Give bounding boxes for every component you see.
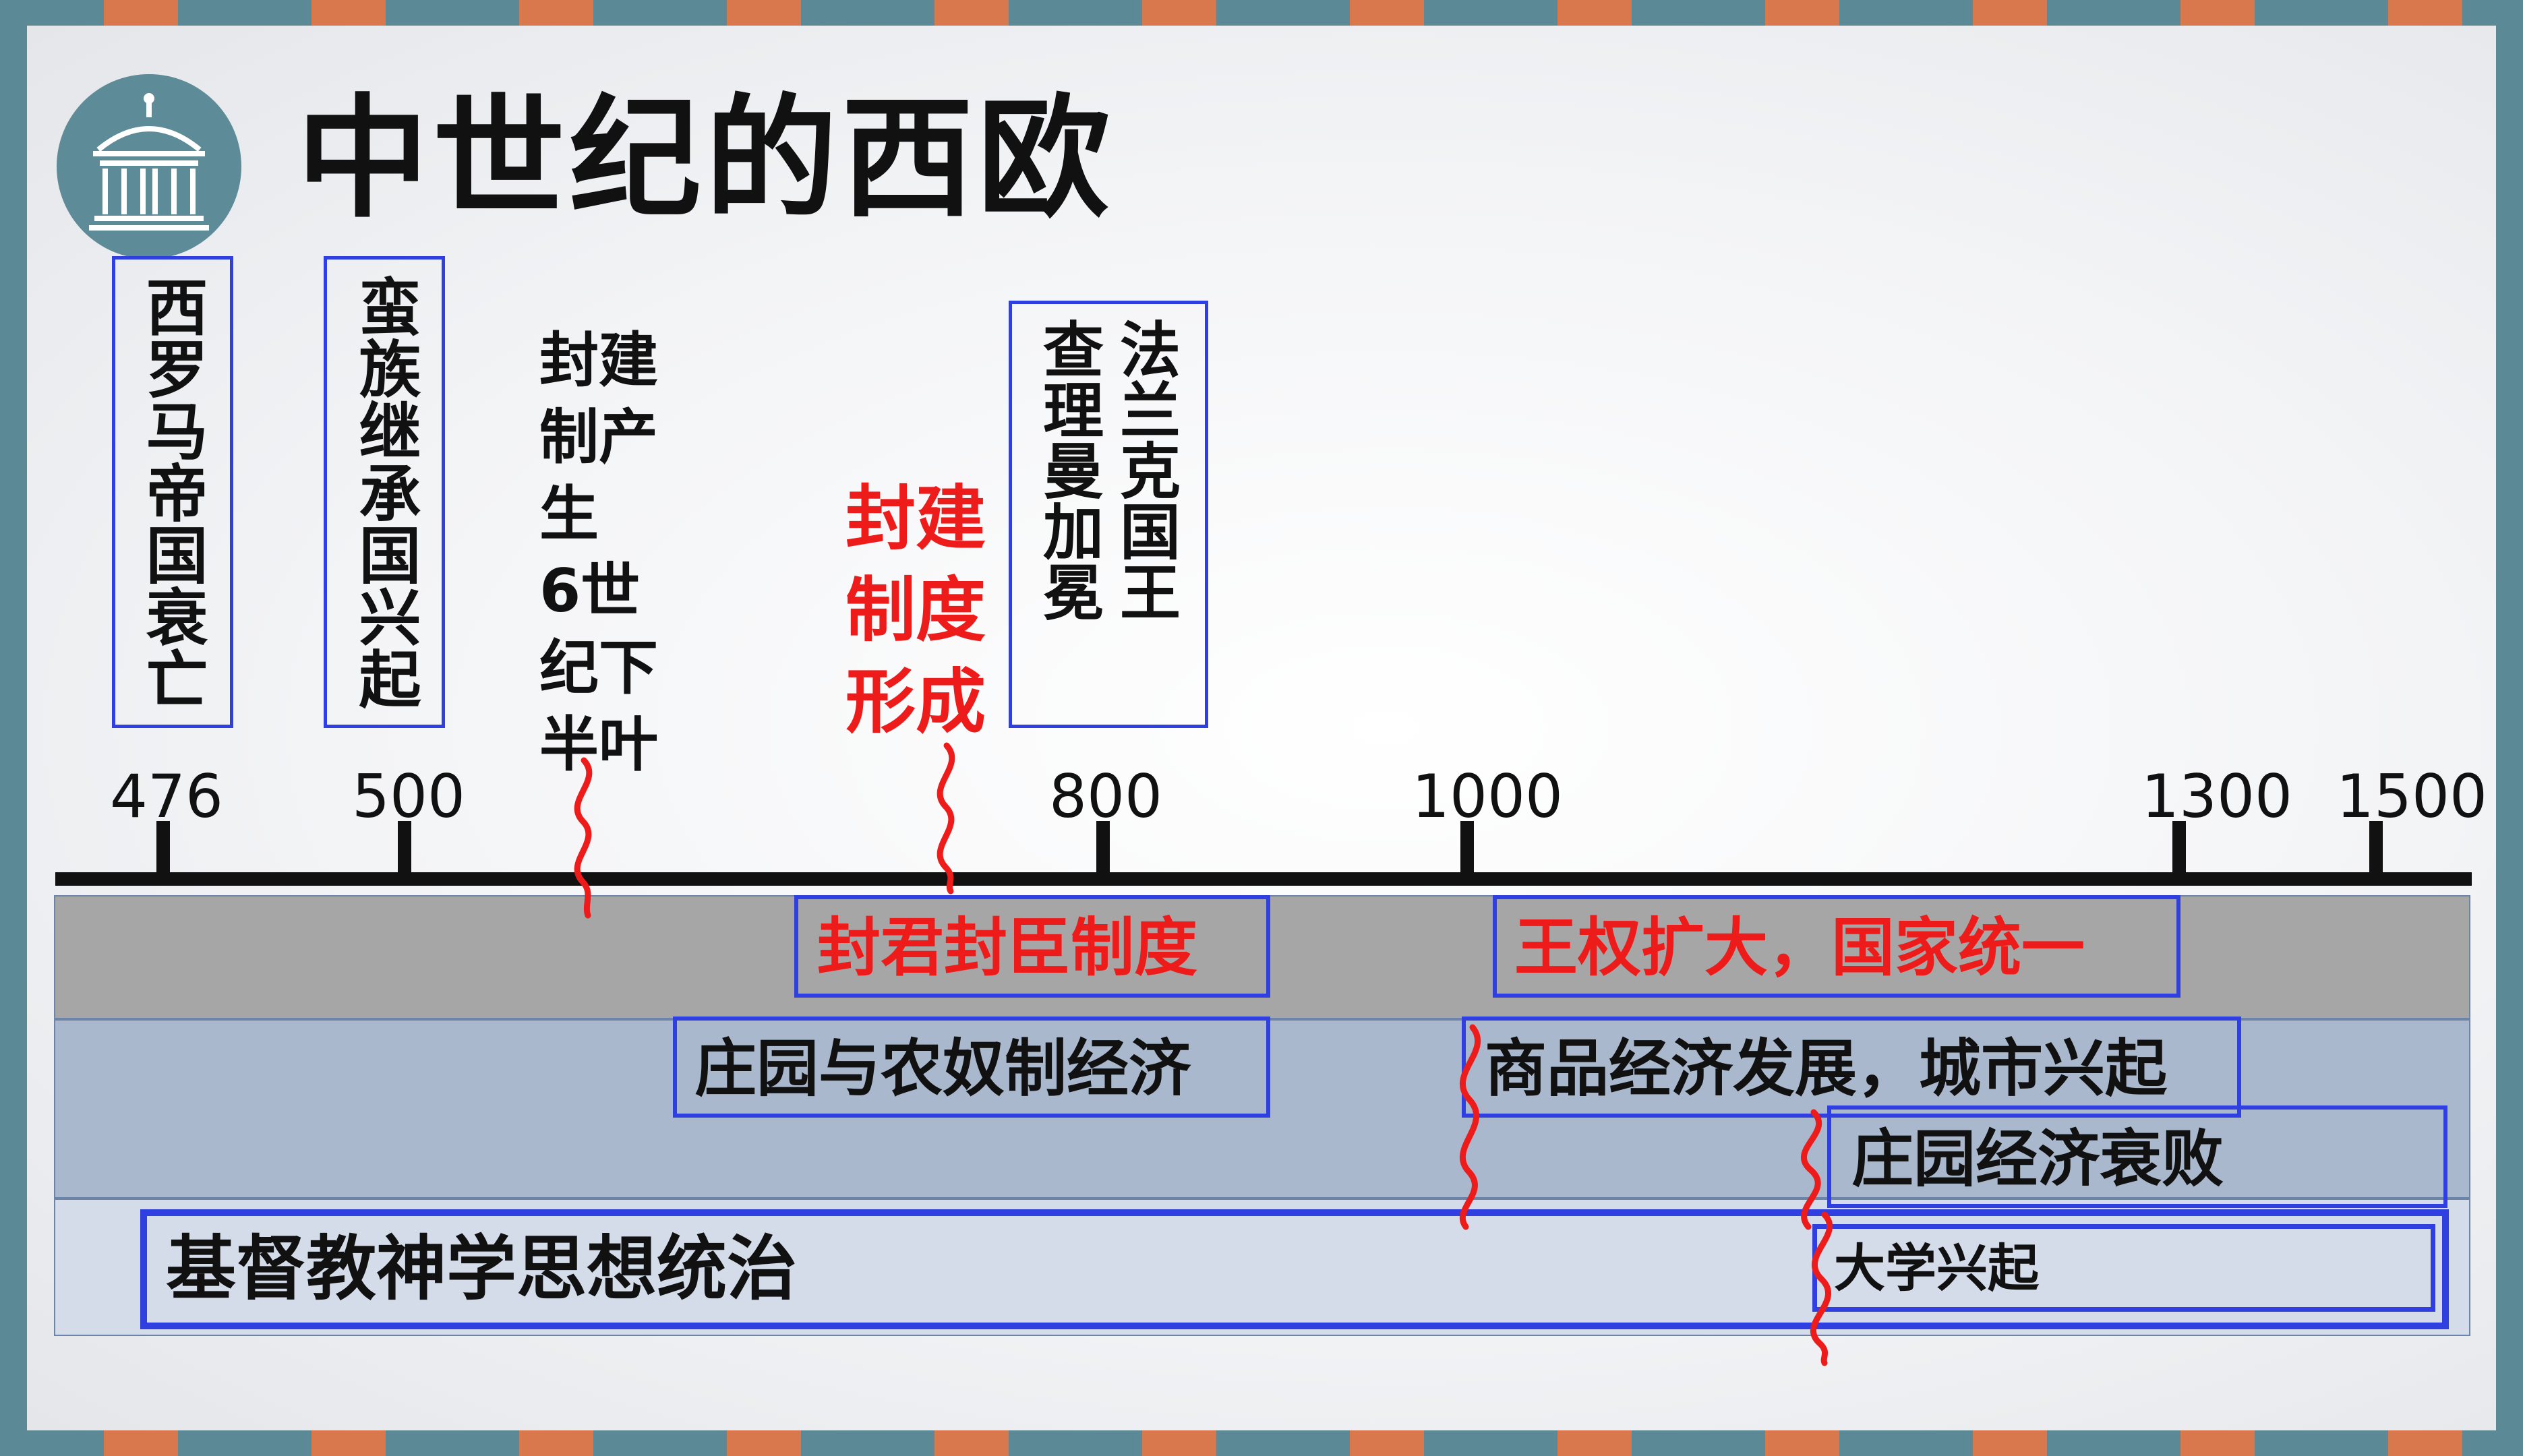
stripe-segment bbox=[1246, 1430, 1320, 1456]
stripe-segment bbox=[1869, 1430, 1943, 1456]
stripe-segment bbox=[104, 1430, 178, 1456]
fief-system-box bbox=[794, 895, 1270, 998]
west-rome-box bbox=[112, 256, 233, 728]
squiggle-mark-feudal-origin bbox=[574, 757, 593, 919]
charlemagne-crowned-label: 查理曼加冕 bbox=[1032, 318, 1103, 621]
year-476: 476 bbox=[110, 762, 223, 831]
stripe-segment bbox=[934, 0, 1009, 26]
political-band bbox=[54, 895, 2470, 1019]
university-label: 大学兴起 bbox=[1834, 1238, 2039, 1298]
stripe-segment bbox=[1350, 0, 1424, 26]
stripe-segment bbox=[623, 0, 697, 26]
tick-476 bbox=[156, 821, 170, 874]
stripe-segment bbox=[2284, 1430, 2358, 1456]
tick-500 bbox=[398, 821, 411, 874]
stripe-segment bbox=[1973, 0, 2047, 26]
tick-1300 bbox=[2172, 821, 2186, 874]
year-800: 800 bbox=[1049, 762, 1162, 831]
stripe-segment bbox=[1246, 0, 1320, 26]
page-title: 中世纪的西欧 bbox=[297, 82, 1115, 236]
timeline-axis bbox=[55, 872, 2472, 886]
stripe-segment bbox=[2388, 0, 2462, 26]
stripe-segment bbox=[831, 0, 905, 26]
stripe-segment bbox=[1454, 0, 1528, 26]
stripe-segment bbox=[623, 1430, 697, 1456]
year-500: 500 bbox=[352, 762, 465, 831]
stripe-segment bbox=[727, 1430, 801, 1456]
stripe-segment bbox=[1765, 1430, 1839, 1456]
stripe-segment bbox=[311, 0, 386, 26]
stripe-segment bbox=[831, 1430, 905, 1456]
year-1000: 1000 bbox=[1412, 762, 1563, 831]
stripe-segment bbox=[2492, 0, 2523, 26]
squiggle-mark-manor-decline bbox=[1801, 1109, 1822, 1230]
stripe-segment bbox=[1973, 1430, 2047, 1456]
stripe-segment bbox=[1661, 0, 1735, 26]
manor-decline-label: 庄园经济衰败 bbox=[1851, 1123, 2224, 1195]
royal-power-box bbox=[1493, 895, 2180, 998]
stripe-segment bbox=[2492, 1430, 2523, 1456]
stripe-segment bbox=[208, 1430, 282, 1456]
stripe-segment bbox=[2077, 1430, 2151, 1456]
stripe-segment bbox=[1557, 1430, 1632, 1456]
stripe-segment bbox=[2180, 0, 2255, 26]
barbarian-kingdoms-label: 蛮族继承国兴起 bbox=[349, 275, 421, 709]
fief-system-label: 封君封臣制度 bbox=[817, 911, 1198, 985]
barbarian-kingdoms-box bbox=[324, 256, 445, 728]
royal-power-label: 王权扩大，国家统一 bbox=[1514, 911, 2085, 985]
manor-economy-label: 庄园与农奴制经济 bbox=[694, 1033, 1191, 1105]
stripe-segment bbox=[2284, 0, 2358, 26]
year-1300: 1300 bbox=[2141, 762, 2292, 831]
squiggle-mark-feudal-formed bbox=[937, 742, 955, 894]
west-rome-fall-label: 西罗马帝国衰亡 bbox=[136, 275, 208, 709]
stripe-segment bbox=[1454, 1430, 1528, 1456]
stripe-segment bbox=[934, 1430, 1009, 1456]
manor-decline-box bbox=[1827, 1105, 2447, 1208]
year-1500: 1500 bbox=[2336, 762, 2487, 831]
tick-1000 bbox=[1460, 821, 1474, 874]
stripe-segment bbox=[1765, 0, 1839, 26]
theology-label: 基督教神学思想统治 bbox=[166, 1227, 798, 1310]
culture-band bbox=[54, 1199, 2470, 1336]
stripe-segment bbox=[1038, 1430, 1112, 1456]
stripe-segment bbox=[1038, 0, 1112, 26]
stripe-segment bbox=[2077, 0, 2151, 26]
manor-economy-box bbox=[673, 1017, 1270, 1118]
squiggle-mark-university bbox=[1810, 1211, 1833, 1366]
stripe-segment bbox=[1142, 0, 1216, 26]
stripe-segment bbox=[311, 1430, 386, 1456]
logo-badge bbox=[57, 74, 241, 259]
bottom-stripe-border bbox=[0, 1430, 2523, 1456]
stripe-segment bbox=[1350, 1430, 1424, 1456]
tick-1500 bbox=[2369, 821, 2383, 874]
stripe-segment bbox=[727, 0, 801, 26]
theology-box bbox=[140, 1209, 2449, 1329]
squiggle-mark-commodity bbox=[1459, 1024, 1481, 1230]
stripe-segment bbox=[208, 0, 282, 26]
frankish-king-box bbox=[1009, 301, 1208, 728]
stripe-segment bbox=[1142, 1430, 1216, 1456]
stripe-segment bbox=[1869, 0, 1943, 26]
pavilion-icon bbox=[89, 93, 209, 231]
stripe-segment bbox=[519, 1430, 593, 1456]
stripe-segment bbox=[0, 1430, 74, 1456]
slide-canvas: 中世纪的西欧 西罗马帝国衰亡 蛮族继承国兴起 封建 制产 生 6世 纪下 半叶 … bbox=[27, 26, 2496, 1430]
stripe-segment bbox=[415, 0, 489, 26]
stripe-segment bbox=[1557, 0, 1632, 26]
tick-800 bbox=[1096, 821, 1110, 874]
stripe-segment bbox=[415, 1430, 489, 1456]
commodity-economy-label: 商品经济发展，城市兴起 bbox=[1485, 1033, 2168, 1105]
stripe-segment bbox=[2180, 1430, 2255, 1456]
stripe-segment bbox=[104, 0, 178, 26]
commodity-economy-box bbox=[1462, 1017, 2241, 1118]
frankish-king-label: 法兰克国王 bbox=[1109, 318, 1180, 621]
stripe-segment bbox=[2388, 1430, 2462, 1456]
top-stripe-border bbox=[0, 0, 2523, 26]
stripe-segment bbox=[0, 0, 74, 26]
stripe-segment bbox=[519, 0, 593, 26]
stripe-segment bbox=[1661, 1430, 1735, 1456]
